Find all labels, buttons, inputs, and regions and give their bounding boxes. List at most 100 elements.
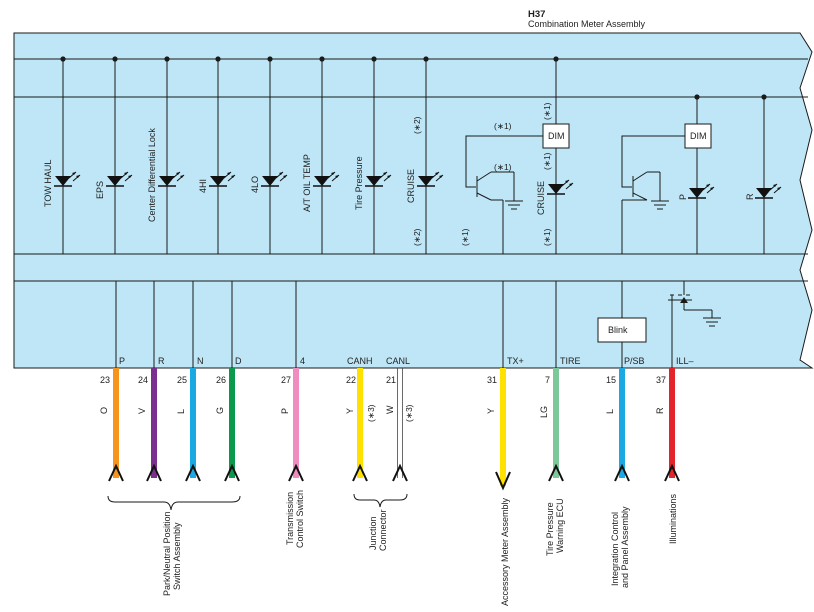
terminal-name-ill: ILL– bbox=[676, 356, 694, 366]
label-eps: EPS bbox=[95, 181, 105, 199]
connector-arrow-d bbox=[224, 463, 240, 482]
note-transistor-bottom: (∗1) bbox=[460, 228, 470, 246]
dest-accessory: Accessory Meter Assembly bbox=[500, 497, 510, 606]
colour-code-15: L bbox=[605, 409, 615, 414]
blink-box-label: Blink bbox=[608, 325, 628, 335]
colour-code-24: V bbox=[137, 408, 147, 414]
colour-code-21: W bbox=[385, 405, 395, 414]
connector-arrow-p bbox=[108, 463, 124, 482]
transistor-left bbox=[465, 135, 543, 254]
terminal-name-d: D bbox=[235, 356, 242, 366]
terminal-names: P R N D 4 CANH CANL TX+ TIRE P/SB ILL– bbox=[119, 356, 694, 366]
note-cruise-right-mid: (∗1) bbox=[542, 152, 552, 170]
label-p: P bbox=[678, 194, 688, 200]
note-cruise-top: (∗2) bbox=[412, 116, 422, 134]
colour-code-31: Y bbox=[486, 408, 496, 414]
dest-junction-1: Junction bbox=[368, 516, 378, 550]
component-code: H37 bbox=[528, 9, 545, 20]
dest-integration-2: and Panel Assembly bbox=[620, 506, 630, 588]
pin-27: 27 bbox=[281, 375, 291, 385]
pin-25: 25 bbox=[177, 375, 187, 385]
dim-box-right-label: DIM bbox=[690, 131, 707, 141]
wires bbox=[108, 368, 680, 491]
dim-box-right bbox=[684, 123, 712, 149]
label-tire-pressure: Tire Pressure bbox=[354, 156, 364, 210]
note-cruise-bottom: (∗2) bbox=[412, 228, 422, 246]
terminal-name-4: 4 bbox=[300, 356, 305, 366]
label-4lo: 4LO bbox=[250, 176, 260, 193]
note-dim-wire: (∗1) bbox=[494, 121, 512, 131]
ill-fet-symbol bbox=[668, 281, 721, 327]
colour-code-27: P bbox=[280, 408, 290, 414]
ill-fet-arrow bbox=[680, 297, 688, 303]
note-transistor-base: (∗1) bbox=[494, 162, 512, 172]
colour-code-7: LG bbox=[539, 406, 549, 418]
connector-arrow-tire bbox=[548, 463, 564, 482]
terminal-name-canl: CANL bbox=[386, 356, 410, 366]
pin-31: 31 bbox=[487, 375, 497, 385]
terminal-name-tire: TIRE bbox=[560, 356, 581, 366]
colour-code-37: R bbox=[655, 407, 665, 414]
label-tow-haul: TOW HAUL bbox=[43, 160, 53, 207]
junction-dots bbox=[60, 56, 767, 100]
blink-box bbox=[597, 317, 647, 343]
destination-labels: Park/Neutral Position Switch Assembly Tr… bbox=[162, 490, 678, 606]
dim-box-left-label: DIM bbox=[548, 131, 565, 141]
dest-tire-1: Tire Pressure bbox=[545, 502, 555, 556]
dest-tire-2: Warning ECU bbox=[555, 498, 565, 553]
dest-trans-2: Control Switch bbox=[295, 490, 305, 548]
label-center-diff-lock: Center Differential Lock bbox=[147, 128, 157, 222]
component-title: Combination Meter Assembly bbox=[528, 19, 646, 29]
colour-code-25: L bbox=[176, 409, 186, 414]
pin-15: 15 bbox=[606, 375, 616, 385]
dest-illuminations: Illuminations bbox=[668, 493, 678, 544]
terminal-name-psb: P/SB bbox=[624, 356, 645, 366]
note-cruise-right-bottom: (∗1) bbox=[542, 228, 552, 246]
terminal-name-p: P bbox=[119, 356, 125, 366]
transistor-right bbox=[621, 135, 685, 254]
pin-26: 26 bbox=[216, 375, 226, 385]
pin-21: 21 bbox=[386, 375, 396, 385]
braces bbox=[107, 493, 408, 511]
pin-24: 24 bbox=[138, 375, 148, 385]
terminal-name-r: R bbox=[158, 356, 165, 366]
colour-code-23: O bbox=[99, 407, 109, 414]
pin-labels: 23 24 25 26 27 22 21 31 7 15 37 bbox=[100, 375, 666, 385]
terminal-risers bbox=[115, 281, 673, 368]
pin-37: 37 bbox=[656, 375, 666, 385]
colour-code-26: G bbox=[215, 407, 225, 414]
note-canh: (∗3) bbox=[366, 404, 376, 422]
label-4hi: 4HI bbox=[198, 179, 208, 193]
connector-arrow-n bbox=[185, 463, 201, 482]
wire-colour-codes: O V L G P Y W Y LG L R (∗3) (∗3) bbox=[99, 404, 665, 422]
label-cruise-left: CRUISE bbox=[406, 169, 416, 203]
note-cruise-right-top: (∗1) bbox=[542, 102, 552, 120]
pin-7: 7 bbox=[545, 375, 550, 385]
dest-trans-1: Transmission bbox=[285, 492, 295, 545]
meter-panel bbox=[13, 32, 814, 369]
label-at-oil-temp: A/T OIL TEMP bbox=[302, 154, 312, 212]
connector-arrow-ill bbox=[664, 463, 680, 482]
terminal-name-canh: CANH bbox=[347, 356, 373, 366]
terminal-name-n: N bbox=[197, 356, 204, 366]
pin-22: 22 bbox=[346, 375, 356, 385]
connector-arrow-txp bbox=[495, 471, 511, 491]
colour-code-22: Y bbox=[345, 408, 355, 414]
indicator-columns bbox=[62, 59, 765, 254]
connector-arrow-canh bbox=[352, 463, 368, 482]
connector-arrow-r bbox=[146, 463, 162, 482]
terminal-name-txp: TX+ bbox=[507, 356, 524, 366]
dest-junction-2: Connector bbox=[378, 509, 388, 551]
pin-23: 23 bbox=[100, 375, 110, 385]
label-cruise-right: CRUISE bbox=[536, 181, 546, 215]
label-r: R bbox=[745, 193, 755, 200]
dest-integration-1: Integration Control bbox=[610, 512, 620, 586]
connector-arrow-canl bbox=[392, 463, 408, 482]
dest-park-neutral-1: Park/Neutral Position bbox=[162, 511, 172, 596]
dest-park-neutral-2: Switch Assembly bbox=[172, 522, 182, 590]
connector-arrow-4 bbox=[288, 463, 304, 482]
note-canl: (∗3) bbox=[404, 404, 414, 422]
connector-arrow-psb bbox=[614, 463, 630, 482]
dim-box-left bbox=[542, 123, 570, 149]
